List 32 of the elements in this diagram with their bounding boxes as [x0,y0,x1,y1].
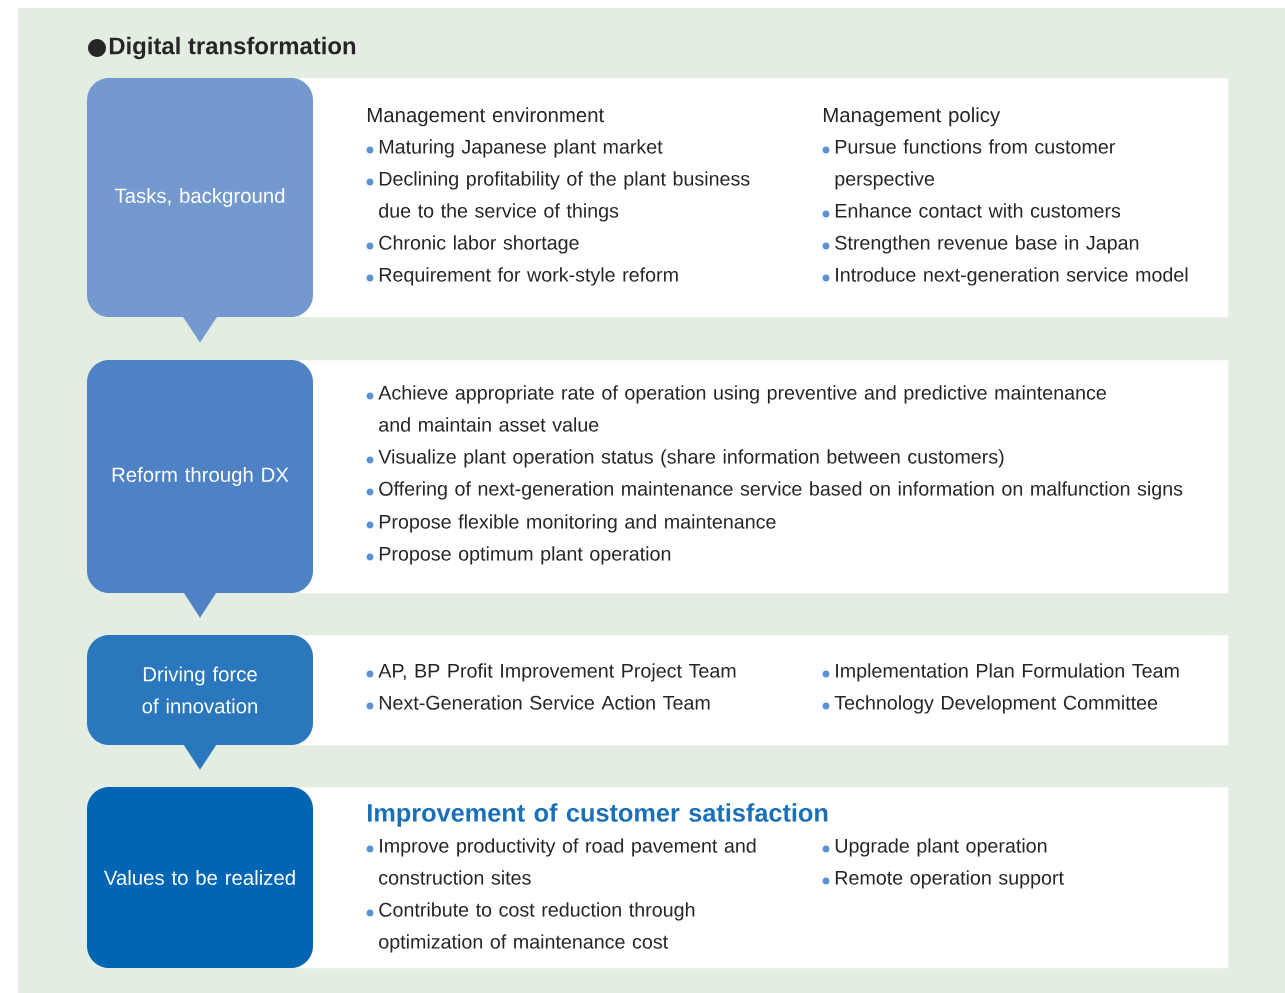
stage-box: Driving force of innovation [87,635,313,745]
list-item: Improve productivity of road pavement and construction sites [379,838,756,885]
title: Digital transformation [109,36,356,60]
list-item: Visualize plant operation status (share information between customers) [378,449,1004,468]
list-item: Declining profitability of the plant business due to the service of things [379,171,750,222]
list-item: Enhance contact with customers [835,203,1121,218]
list-item: Maturing Japanese plant market [379,139,663,158]
list-item: Offering of next-generation maintenance service based on information on malfunction signs [379,481,1183,500]
stage-box: Tasks, background [87,78,313,317]
list-item: Implementation Plan Formulation Team [836,663,1179,682]
list-item: AP, BP Profit Improvement Project Team [378,663,736,682]
pointer-arrow [183,316,217,343]
pointer-arrow [183,591,217,618]
list-item: Introduce next-generation service model [836,267,1188,286]
list-item: Upgrade plant operation [835,838,1047,857]
list-item: Contribute to cost reduction through optimization of maintenance cost [379,902,695,953]
list-item: Requirement for work-style reform [379,267,678,286]
list-item: Strengthen revenue base in Japan [835,235,1139,254]
list-item: Technology Development Committee [834,695,1158,714]
stage-box: Reform through DX [87,360,313,593]
list-item: Achieve appropriate rate of operation using preventive and predictive maintenance and maintain asset value [378,385,1106,432]
list-item: Propose optimum plant operation [379,546,671,565]
list-item: Propose flexible monitoring and maintenance [379,514,776,533]
list-item: Remote operation support [835,870,1064,889]
list-item: Pursue functions from customer perspective [835,139,1116,190]
heading: Management environment [367,107,605,127]
list-item: Chronic labor shortage [379,235,579,254]
heading: Improvement of customer satisfaction [368,803,828,827]
list-item: Next-Generation Service Action Team [379,695,710,710]
stage-box: Values to be realized [87,787,313,968]
pointer-arrow [183,743,217,770]
heading: Management policy [823,107,1001,127]
